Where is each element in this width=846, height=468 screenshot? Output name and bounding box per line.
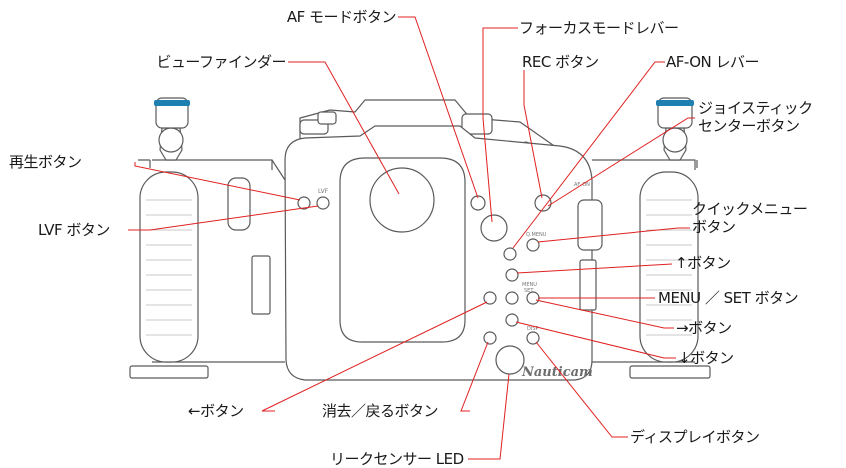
rec-button-shape: [534, 194, 552, 212]
right-handle-base: [629, 365, 711, 379]
menu-set-button-shape: [505, 291, 519, 305]
playback-button-shape: [297, 196, 311, 210]
leader-up: [516, 263, 673, 274]
left-handle-grip: [139, 171, 199, 363]
leak-led-shape: [495, 345, 525, 375]
callout-display-button: ディスプレイボタン: [630, 428, 760, 446]
left-handle-band: [154, 100, 190, 106]
left-dial-knob: [317, 111, 337, 125]
callout-left-button: ←ボタン: [188, 402, 244, 420]
viewfinder-eyepiece: [369, 167, 435, 233]
callout-right-button: →ボタン: [676, 319, 732, 337]
up-button-shape: [505, 268, 519, 282]
left-handle-base: [129, 365, 209, 379]
callout-quick-menu-button: クイックメニュー ボタン: [692, 200, 808, 236]
housing-menu-set-label: MENU SET: [522, 282, 538, 294]
joystick-button-shape: [503, 247, 517, 261]
callout-joystick-center-button: ジョイスティック センターボタン: [698, 99, 813, 135]
lvf-button-shape: [316, 196, 330, 210]
right-handle-grip: [639, 171, 699, 363]
leader-lines: [128, 16, 695, 460]
leader-af-mode: [398, 16, 479, 199]
brand-logo: Nauticam: [521, 365, 593, 380]
leader-leak-led: [468, 373, 510, 460]
af-mode-button-shape: [470, 195, 486, 211]
leader-rec: [523, 70, 543, 199]
left-button-shape: [483, 291, 497, 305]
callout-rec-button: REC ボタン: [522, 53, 599, 71]
leader-joystick: [547, 117, 695, 207]
right-handle-band: [656, 100, 694, 106]
callout-lvf-button: LVF ボタン: [38, 221, 110, 239]
callout-af-on-lever: AF-ON レバー: [666, 53, 760, 71]
housing-menu-set-line-1: MENU: [522, 282, 537, 288]
callout-focus-mode-lever: フォーカスモードレバー: [519, 19, 679, 37]
leader-left: [261, 301, 488, 412]
left-frame: [138, 159, 286, 363]
housing-drawing: [129, 97, 711, 381]
callout-menu-set-button: MENU ／ SET ボタン: [658, 289, 799, 307]
housing-menu-set-line-2: SET: [524, 288, 534, 294]
leader-lvf: [128, 205, 319, 231]
leader-af-on: [512, 61, 665, 249]
leader-down: [515, 321, 676, 359]
focus-mode-lever-shape: [480, 214, 508, 242]
callout-af-mode-button: AF モードボタン: [286, 8, 397, 26]
right-latch: [577, 199, 603, 251]
leader-delete: [460, 341, 489, 412]
callout-up-button: ↑ボタン: [675, 254, 731, 272]
callout-viewfinder: ビューファインダー: [156, 53, 286, 71]
callout-delete-back-button: 消去／戻るボタン: [322, 402, 439, 420]
callout-playback-button: 再生ボタン: [9, 153, 82, 171]
leader-right: [535, 299, 674, 329]
grip-texture: [146, 199, 692, 336]
callout-down-button: ↓ボタン: [678, 349, 734, 367]
leader-q-menu: [537, 227, 690, 243]
down-button-shape: [505, 313, 519, 327]
housing-disp-label: DISP: [527, 326, 539, 332]
display-button-shape: [526, 331, 540, 345]
q-menu-button-shape: [526, 238, 540, 252]
left-port: [251, 255, 271, 315]
right-dial: [461, 113, 493, 135]
leader-focus-mode: [482, 27, 518, 223]
right-port: [579, 259, 597, 311]
callout-leak-sensor-led: リークセンサー LED: [330, 450, 464, 468]
leader-viewfinder: [288, 61, 400, 195]
delete-button-shape: [483, 331, 497, 345]
housing-q-menu-label: Q.MENU: [526, 232, 547, 238]
housing-lvf-label: LVF: [318, 188, 329, 195]
left-handle-ball: [158, 127, 184, 153]
leader-playback: [134, 162, 301, 201]
leader-display: [535, 341, 628, 438]
